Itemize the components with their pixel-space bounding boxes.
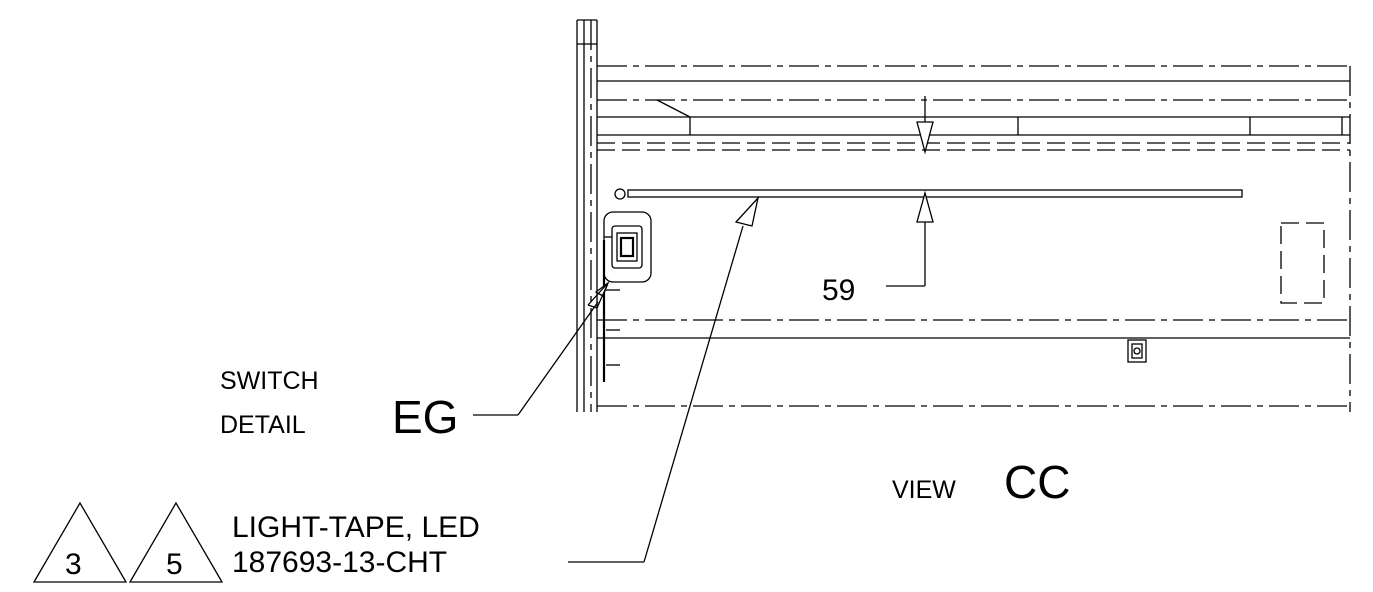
view-label-big: CC — [1004, 456, 1070, 508]
dimension-59-arrow — [886, 190, 934, 287]
callout-triangle-5: 5 — [128, 501, 224, 583]
light-tape-part-number: 187693-13-CHT — [232, 546, 447, 579]
light-tape-bar — [614, 188, 1243, 200]
dimension-value: 59 — [822, 274, 855, 307]
dashed-box — [1280, 222, 1325, 304]
view-label-small: VIEW — [892, 476, 956, 504]
switch-detail-big: EG — [392, 391, 458, 443]
switch-label: SWITCH — [220, 367, 319, 395]
callout-triangle-3: 3 — [32, 501, 128, 583]
light-tape-leader — [568, 195, 760, 563]
switch-assembly — [602, 211, 652, 382]
top-dimension-arrow — [916, 96, 934, 155]
left-post — [576, 19, 598, 412]
switch-detail-small: DETAIL — [220, 411, 306, 439]
callout-number: 5 — [166, 548, 183, 581]
light-tape-name: LIGHT-TAPE, LED — [232, 511, 480, 544]
switch-leader — [473, 281, 610, 416]
upper-rail — [597, 65, 1351, 412]
lower-rail — [597, 319, 1350, 407]
callout-number: 3 — [65, 548, 82, 581]
